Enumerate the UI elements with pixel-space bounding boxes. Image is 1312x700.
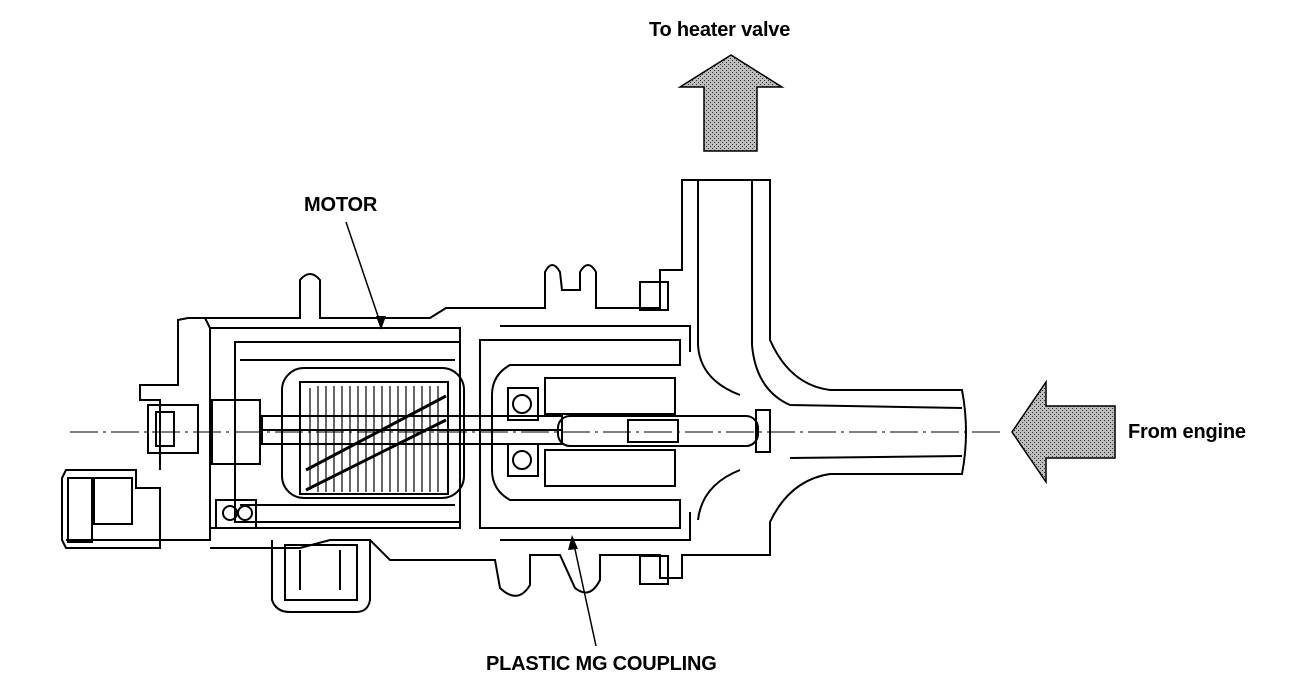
coupling-leader-line <box>572 539 597 647</box>
plastic-mg-coupling-label: PLASTIC MG COUPLING <box>486 653 717 675</box>
pump-body <box>61 179 967 613</box>
rotor-windings <box>305 386 447 492</box>
left-flow-arrow <box>1011 379 1116 485</box>
from-engine-label: From engine <box>1128 421 1246 443</box>
connector-plug <box>93 477 133 525</box>
up-flow-arrow <box>677 54 785 152</box>
motor-leader-line <box>345 221 382 326</box>
motor-label: MOTOR <box>304 194 378 216</box>
motor-rotor <box>281 367 465 499</box>
to-heater-valve-label: To heater valve <box>649 19 791 41</box>
connector-housing <box>61 469 161 549</box>
